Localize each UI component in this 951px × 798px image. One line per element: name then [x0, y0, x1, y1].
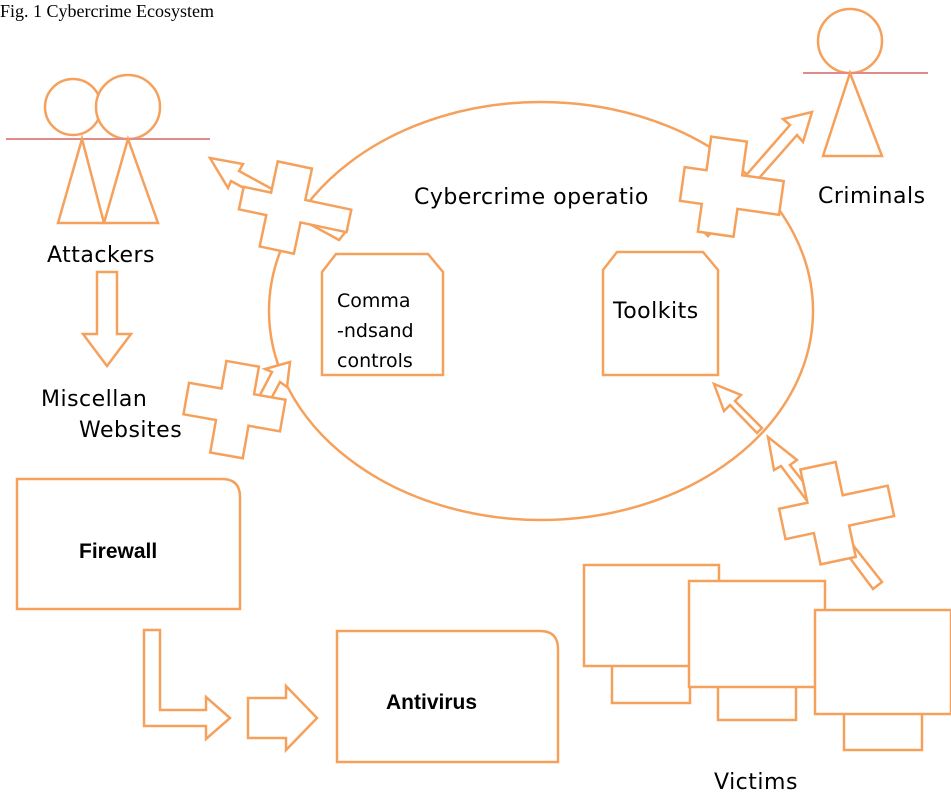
- misc-label-line2: Websites: [79, 418, 182, 443]
- attackers-figure: [6, 73, 210, 225]
- blocked-arrow-victims-icon: [766, 433, 896, 591]
- antivirus-label: Antivirus: [386, 691, 477, 714]
- cc-label-line3: controls: [337, 350, 413, 372]
- criminals-label: Criminals: [818, 184, 926, 209]
- toolkits-box: [601, 250, 720, 377]
- toolkits-label: Toolkits: [612, 299, 699, 324]
- victims-label: Victims: [714, 770, 798, 795]
- criminals-figure: [803, 7, 928, 158]
- misc-label-line1: Miscellan: [41, 387, 147, 412]
- down-arrow-icon: [80, 270, 134, 369]
- attackers-label: Attackers: [47, 243, 155, 268]
- cc-label-line1: Comma: [337, 290, 411, 312]
- firewall-box: [15, 477, 242, 611]
- blocked-arrow-websites-icon: [182, 359, 292, 460]
- blocked-arrow-criminals-icon: [678, 110, 814, 239]
- right-arrow-icon: [246, 682, 319, 754]
- caption: Fig. 1 Cybercrime Ecosystem: [0, 1, 214, 21]
- antivirus-box: [335, 629, 560, 764]
- victim-computer-2: [687, 579, 827, 722]
- firewall-label: Firewall: [79, 540, 157, 563]
- cc-label-line2: -ndsand: [337, 320, 414, 342]
- toolkits-arrow-icon: [711, 381, 764, 435]
- operation-label: Cybercrime operatio: [414, 185, 649, 210]
- command-controls-box: [320, 252, 445, 377]
- l-arrow-icon: [142, 628, 232, 742]
- blocked-arrow-attackers-icon: [207, 156, 353, 256]
- victim-computer-3: [813, 608, 951, 752]
- cybercrime-operation-circle: [267, 100, 815, 522]
